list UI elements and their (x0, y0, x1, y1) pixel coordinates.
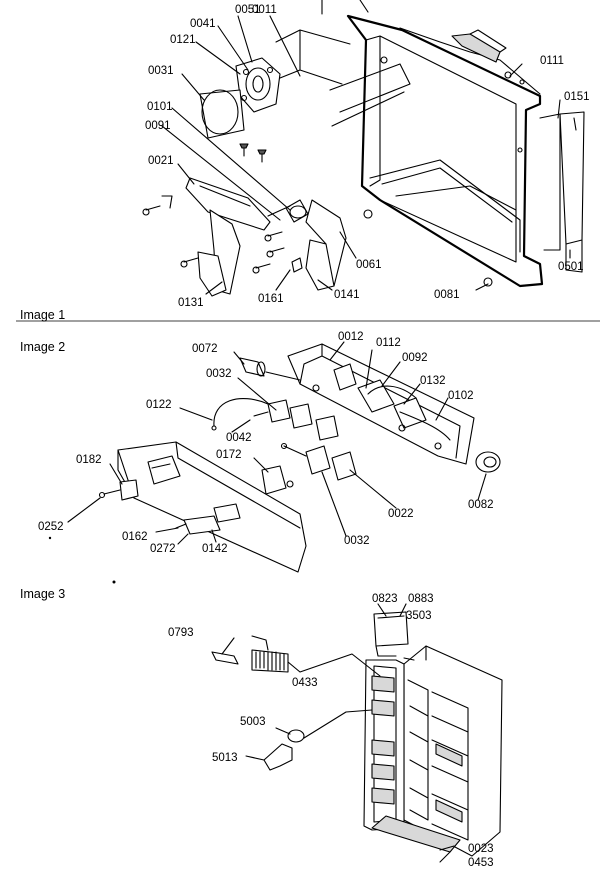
callout-0182: 0182 (76, 454, 102, 466)
callout-0141: 0141 (334, 289, 360, 301)
callout-0082: 0082 (468, 499, 494, 511)
callout-0131: 0131 (178, 297, 204, 309)
callout-0081: 0081 (434, 289, 460, 301)
callout-0252: 0252 (38, 521, 64, 533)
callout-0042: 0042 (226, 432, 252, 444)
image2-callouts: 0072 0012 0112 0092 0032 0132 0102 0122 … (38, 331, 494, 555)
image1-drawing (142, 0, 585, 297)
callout-0272: 0272 (150, 543, 176, 555)
callout-0111: 0111 (540, 55, 564, 67)
image3-label: Image 3 (20, 587, 65, 601)
callout-0051: 0051 (235, 4, 261, 16)
callout-0091: 0091 (145, 120, 171, 132)
callout-0021: 0021 (148, 155, 174, 167)
callout-0092: 0092 (402, 352, 428, 364)
image3-callouts: 0823 0883 3503 0793 0433 5003 5013 0023 … (168, 593, 494, 869)
callout-0793: 0793 (168, 627, 194, 639)
callout-0122: 0122 (146, 399, 172, 411)
callout-3503: 3503 (406, 610, 432, 622)
callout-0501: 0501 (558, 261, 584, 273)
callout-0172: 0172 (216, 449, 242, 461)
callout-0151: 0151 (564, 91, 590, 103)
callout-0883: 0883 (408, 593, 434, 605)
callout-0112: 0112 (376, 337, 401, 349)
callout-0132: 0132 (420, 375, 446, 387)
callout-0142: 0142 (202, 543, 228, 555)
stray-dot (48, 536, 52, 540)
callout-0012: 0012 (338, 331, 364, 343)
callout-5003: 5003 (240, 716, 266, 728)
callout-0161: 0161 (258, 293, 284, 305)
image3-drawing (211, 603, 503, 863)
callout-5013: 5013 (212, 752, 238, 764)
callout-0102: 0102 (448, 390, 474, 402)
image1-label: Image 1 (20, 308, 65, 322)
callout-0453: 0453 (468, 857, 494, 869)
callout-0032-lower: 0032 (344, 535, 370, 547)
callout-0072: 0072 (192, 343, 218, 355)
callout-0162: 0162 (122, 531, 148, 543)
image1-callouts: 0051 0011 0041 0121 0031 0101 0091 0021 … (145, 4, 590, 309)
callout-0022: 0022 (388, 508, 414, 520)
callout-0121: 0121 (170, 34, 196, 46)
callout-0031: 0031 (148, 65, 174, 77)
stray-dot (112, 580, 116, 584)
callout-0023: 0023 (468, 843, 494, 855)
callout-0433: 0433 (292, 677, 318, 689)
callout-0823: 0823 (372, 593, 398, 605)
callout-0061: 0061 (356, 259, 382, 271)
image2-drawing (67, 341, 501, 573)
callout-0041: 0041 (190, 18, 216, 30)
callout-0101: 0101 (147, 101, 173, 113)
image2-label: Image 2 (20, 340, 65, 354)
callout-0011: 0011 (252, 4, 277, 16)
callout-0032-upper: 0032 (206, 368, 232, 380)
